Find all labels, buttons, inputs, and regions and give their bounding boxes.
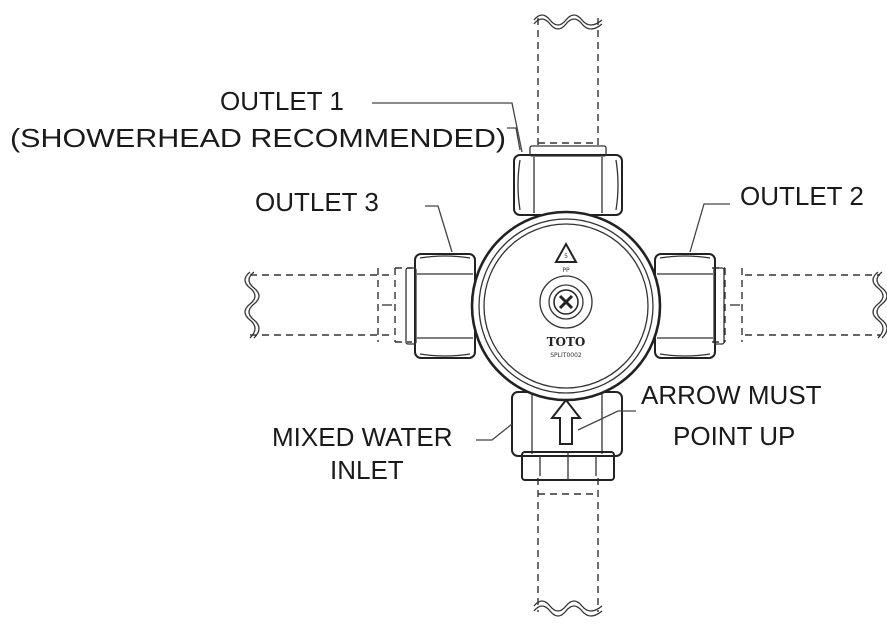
- small-mark: PP: [562, 267, 570, 274]
- outlet2-hex-nut: [654, 253, 725, 359]
- top-pipe: [533, 14, 603, 150]
- flow-arrow-icon: [549, 398, 583, 445]
- outlet1-hex-nut: [513, 145, 623, 216]
- outlet2-leader: [689, 203, 730, 253]
- bottom-pipe: [533, 478, 603, 617]
- brand-marking: TOTO: [547, 335, 586, 349]
- right-pipe: [712, 267, 887, 343]
- center-screw-icon: [539, 275, 593, 329]
- outlet3-leader: [425, 205, 453, 253]
- left-pipe: [244, 267, 412, 343]
- arrow-leader: [577, 410, 636, 431]
- inlet-label-line2: INLET: [330, 455, 404, 485]
- inlet-leader: [476, 423, 513, 441]
- arrow-label-line2: POINT UP: [673, 421, 795, 451]
- outlet1-label: OUTLET 1: [220, 86, 344, 116]
- svg-text:5: 5: [564, 253, 568, 260]
- outlet1-leader: [372, 102, 523, 153]
- inlet-label-line1: MIXED WATER: [272, 422, 453, 452]
- outlet1-bracket: [507, 127, 521, 151]
- outlet3-label: OUTLET 3: [255, 187, 379, 217]
- arrow-label-line1: ARROW MUST: [641, 380, 822, 410]
- outlet3-hex-nut: [405, 253, 476, 359]
- outlet2-label: OUTLET 2: [740, 181, 864, 211]
- model-marking: SPLIT0002: [550, 352, 582, 359]
- recycle-symbol-icon: 5: [554, 241, 578, 263]
- outlet1-sublabel: (SHOWERHEAD RECOMMENDED): [10, 123, 506, 153]
